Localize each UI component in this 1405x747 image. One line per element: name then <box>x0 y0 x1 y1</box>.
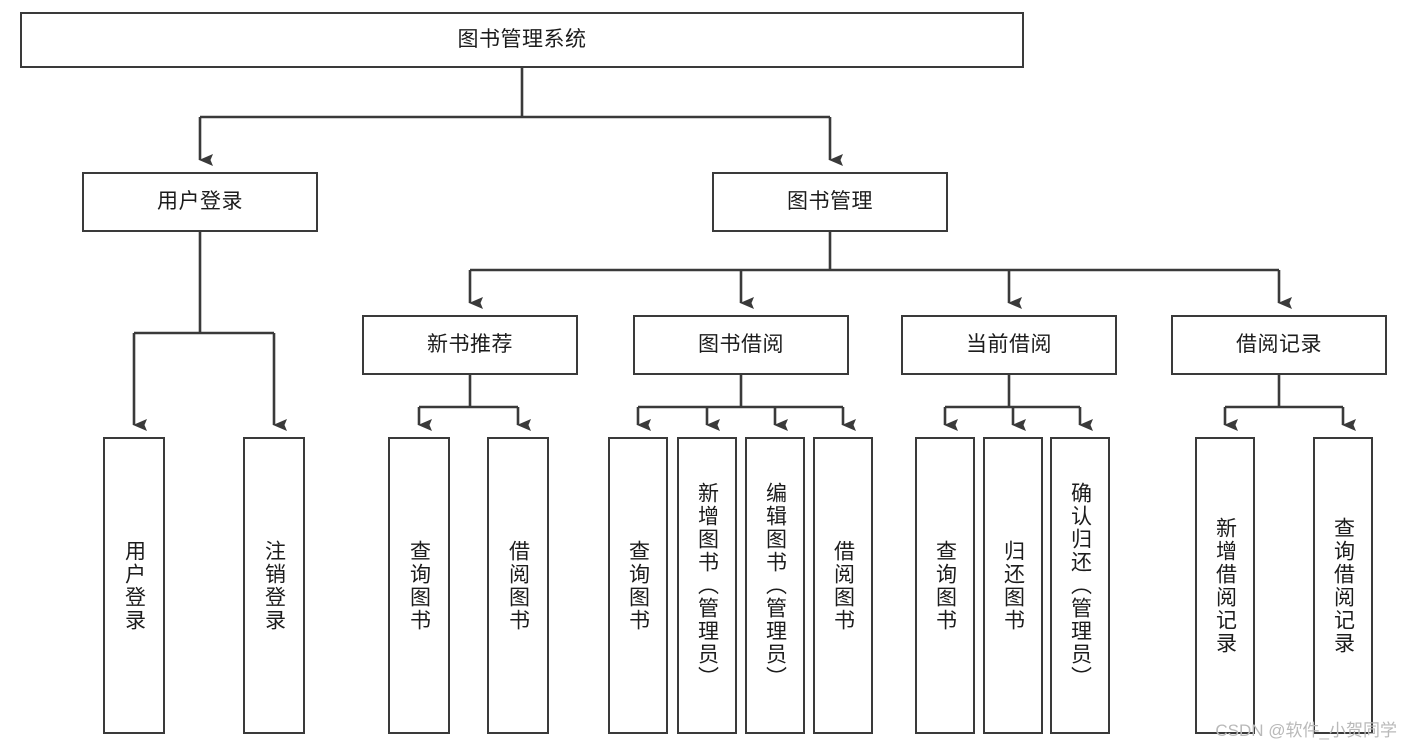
node-new-book-recommend-label: 新书推荐 <box>427 332 513 356</box>
node-user-login-label: 用户登录 <box>157 189 243 213</box>
leaf-edit-book-admin-label: 编辑图书（管理员） <box>763 482 787 689</box>
node-borrow-record[interactable]: 借阅记录 <box>1171 315 1387 375</box>
leaf-add-book-admin-label: 新增图书（管理员） <box>695 482 719 689</box>
leaf-add-borrow-record-label: 新增借阅记录 <box>1213 516 1237 655</box>
leaf-query-book-recommend[interactable]: 查询图书 <box>388 437 450 734</box>
leaf-query-borrow-record-label: 查询借阅记录 <box>1331 516 1355 655</box>
leaf-user-login-label: 用户登录 <box>122 539 146 632</box>
leaf-user-login[interactable]: 用户登录 <box>103 437 165 734</box>
leaf-confirm-return-admin[interactable]: 确认归还（管理员） <box>1050 437 1110 734</box>
leaf-return-book-label: 归还图书 <box>1001 539 1025 632</box>
leaf-return-book[interactable]: 归还图书 <box>983 437 1043 734</box>
node-root-label: 图书管理系统 <box>457 27 587 51</box>
leaf-borrow-book-recommend-label: 借阅图书 <box>506 539 530 632</box>
leaf-query-book-current-label: 查询图书 <box>933 539 957 632</box>
leaf-logout[interactable]: 注销登录 <box>243 437 305 734</box>
node-current-borrow-label: 当前借阅 <box>966 332 1052 356</box>
node-user-login[interactable]: 用户登录 <box>82 172 318 232</box>
leaf-borrow-book-label: 借阅图书 <box>831 539 855 632</box>
node-new-book-recommend[interactable]: 新书推荐 <box>362 315 578 375</box>
leaf-borrow-book[interactable]: 借阅图书 <box>813 437 873 734</box>
leaf-query-book-borrow[interactable]: 查询图书 <box>608 437 668 734</box>
leaf-query-borrow-record[interactable]: 查询借阅记录 <box>1313 437 1373 734</box>
leaf-query-book-borrow-label: 查询图书 <box>626 539 650 632</box>
node-current-borrow[interactable]: 当前借阅 <box>901 315 1117 375</box>
leaf-add-book-admin[interactable]: 新增图书（管理员） <box>677 437 737 734</box>
node-book-management[interactable]: 图书管理 <box>712 172 948 232</box>
node-root[interactable]: 图书管理系统 <box>20 12 1024 68</box>
leaf-confirm-return-admin-label: 确认归还（管理员） <box>1068 482 1092 689</box>
leaf-add-borrow-record[interactable]: 新增借阅记录 <box>1195 437 1255 734</box>
leaf-query-book-recommend-label: 查询图书 <box>407 539 431 632</box>
leaf-borrow-book-recommend[interactable]: 借阅图书 <box>487 437 549 734</box>
leaf-edit-book-admin[interactable]: 编辑图书（管理员） <box>745 437 805 734</box>
node-borrow-record-label: 借阅记录 <box>1236 332 1322 356</box>
node-book-borrow-label: 图书借阅 <box>698 332 784 356</box>
node-book-borrow[interactable]: 图书借阅 <box>633 315 849 375</box>
leaf-query-book-current[interactable]: 查询图书 <box>915 437 975 734</box>
leaf-logout-label: 注销登录 <box>262 539 286 632</box>
node-book-management-label: 图书管理 <box>787 189 873 213</box>
